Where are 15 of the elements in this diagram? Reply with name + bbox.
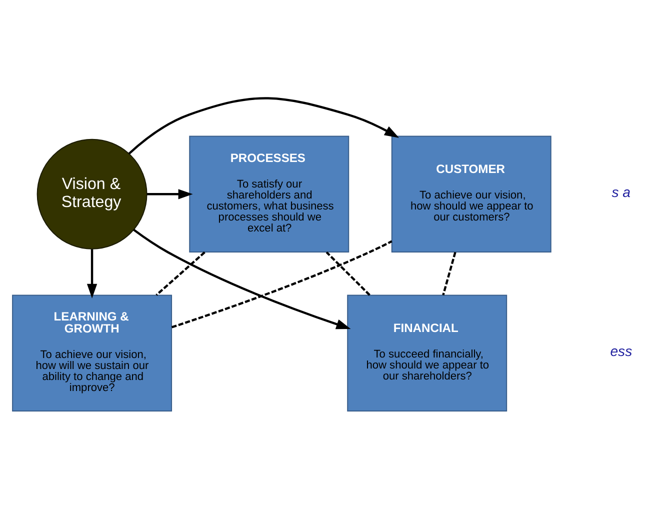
arrow <box>128 96 400 154</box>
arrow <box>133 228 351 329</box>
connector <box>156 250 206 296</box>
connector <box>326 250 370 296</box>
node-box: LEARNING & GROWTH To achieve our vision, how will we sustain our ability to change and improve? <box>12 294 172 411</box>
label: s a <box>612 183 631 200</box>
node-box: PROCESSES To satisfy our shareholders and customers, what business processes should we excel at? <box>189 135 350 252</box>
connector <box>442 251 456 295</box>
node-circle: Vision & Strategy <box>36 138 148 249</box>
arrow <box>147 188 193 199</box>
connector <box>171 240 392 328</box>
arrow <box>86 248 98 298</box>
node-box: CUSTOMER To achieve our vision, how should we appear to our customers? <box>391 135 552 252</box>
label: ess <box>610 342 632 358</box>
node-box: FINANCIAL To succeed financially, how should we appear to our shareholders? <box>347 294 508 411</box>
